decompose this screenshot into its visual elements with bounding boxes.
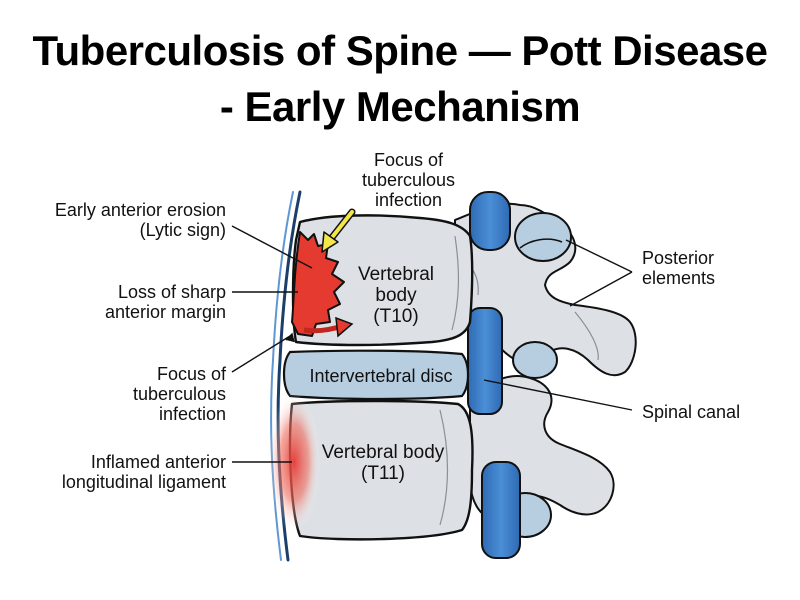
vertebral-body-t10-graphic — [291, 214, 474, 347]
label-t10-body: Vertebral body (T10) — [346, 264, 446, 327]
label-loss-margin-line2: anterior margin — [104, 302, 226, 322]
label-t11-line2: (T11) — [361, 463, 405, 484]
label-early-erosion-line1: Early anterior erosion — [54, 200, 226, 220]
label-focus-top-line3: infection — [375, 190, 443, 210]
label-posterior-elements: Posterior elements — [642, 248, 715, 288]
focus-arrow-yellow — [321, 208, 356, 253]
lytic-lesion-graphic — [291, 231, 345, 337]
label-spinal-canal: Spinal canal — [642, 402, 741, 422]
label-t10-line2: body — [375, 285, 417, 306]
label-focus-left-line1: Focus of — [156, 364, 226, 384]
vertebral-body-t11-graphic — [288, 399, 474, 541]
label-loss-margin: Loss of sharp anterior margin — [105, 282, 226, 322]
label-focus-left-line3: infection — [158, 404, 226, 424]
label-early-erosion-line2: (Lytic sign) — [139, 220, 226, 240]
label-loss-margin-line1: Loss of sharp — [117, 282, 226, 302]
label-inflamed-ligament-line1: Inflamed anterior — [90, 452, 226, 472]
label-focus-top-line1: Focus of — [374, 150, 444, 170]
title-line-2: - Early Mechanism — [219, 83, 581, 130]
label-t10-line1: Vertebral — [357, 264, 435, 285]
spinal-cord-graphic — [467, 191, 521, 559]
label-focus-top: Focus of tuberculous infection — [362, 150, 455, 210]
title-line-1: Tuberculosis of Spine — Pott Disease — [32, 27, 768, 74]
label-t10-line3: (T10) — [373, 306, 419, 327]
label-focus-left-line2: tuberculous — [132, 384, 226, 404]
label-posterior-elements-line2: elements — [642, 268, 716, 288]
label-t11-line1: Vertebral body — [321, 442, 445, 463]
inflammation-glow — [268, 392, 320, 532]
label-early-erosion: Early anterior erosion (Lytic sign) — [55, 200, 226, 240]
label-posterior-elements-line1: Posterior — [642, 248, 715, 268]
label-disc: Intervertebral disc — [309, 366, 453, 386]
label-inflamed-ligament-line2: longitudinal ligament — [61, 472, 226, 492]
label-t11-body: Vertebral body (T11) — [308, 442, 458, 484]
label-focus-left: Focus of tuberculous infection — [133, 364, 226, 424]
spread-arrow-head — [335, 316, 354, 338]
label-inflamed-ligament: Inflamed anterior longitudinal ligament — [62, 452, 226, 492]
leader-lines — [231, 225, 633, 463]
label-focus-top-line2: tuberculous — [362, 170, 456, 190]
